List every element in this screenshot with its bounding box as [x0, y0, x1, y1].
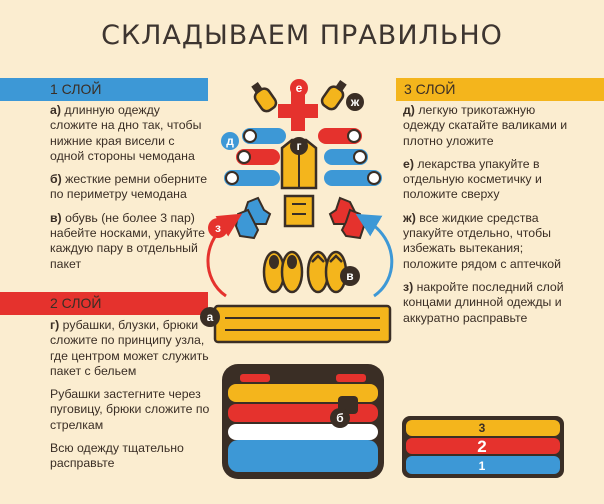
- layer3-heading: 3 СЛОЙ: [396, 78, 604, 101]
- layer2-heading: 2 СЛОЙ: [0, 292, 208, 315]
- list-item: в) обувь (не более 3 пар) набейте носкам…: [50, 210, 205, 271]
- first-aid-icon: [278, 91, 318, 131]
- svg-text:б: б: [336, 411, 343, 425]
- rolled-clothes-icon: [224, 128, 286, 186]
- stack-label-3: 3: [479, 421, 486, 435]
- svg-text:е: е: [296, 81, 303, 95]
- marker-d: д: [221, 132, 239, 150]
- stack-label-1: 1: [479, 459, 486, 473]
- layer1-heading: 1 СЛОЙ: [0, 78, 208, 101]
- suitcase-icon: [222, 364, 384, 479]
- arrow-blue-icon: [355, 213, 394, 298]
- svg-text:в: в: [346, 269, 353, 283]
- list-item: д) легкую трикотажную одежду скатайте ва…: [403, 103, 568, 148]
- layer3-list: д) легкую трикотажную одежду скатайте ва…: [403, 103, 575, 334]
- page-title: СКЛАДЫВАЕМ ПРАВИЛЬНО: [101, 20, 503, 51]
- list-item: з) накройте последний слой концами длинн…: [403, 279, 564, 325]
- list-item: Рубашки застегните через пуговицу, брюки…: [50, 387, 210, 432]
- list-item: Всю одежду тщательно расправьте: [50, 441, 184, 471]
- trousers-icon: [283, 194, 315, 228]
- svg-text:ж: ж: [350, 95, 360, 109]
- marker-zh: ж: [346, 93, 364, 111]
- layer2-list: г) рубашки, блузки, брюки сложите по при…: [50, 318, 210, 480]
- marker-a: а: [200, 307, 220, 327]
- stack-label-2: 2: [477, 437, 486, 456]
- list-item: г) рубашки, блузки, брюки сложите по при…: [50, 318, 209, 378]
- svg-text:а: а: [207, 310, 214, 324]
- bottle-icon: [320, 80, 347, 111]
- marker-e: е: [290, 79, 308, 97]
- list-item: ж) все жидкие средства упакуйте отдельно…: [403, 210, 561, 271]
- svg-text:д: д: [226, 134, 234, 148]
- layer-stack-icon: 3 2 1: [402, 416, 564, 478]
- marker-g: г: [290, 137, 308, 155]
- boot-icon: [234, 196, 272, 240]
- shoes-icon: [262, 250, 304, 294]
- list-item: е) лекарства упакуйте в отдельную космет…: [403, 156, 542, 202]
- long-garment-icon: [213, 304, 392, 344]
- list-item: б) жесткие ремни оберните по периметру ч…: [50, 172, 208, 202]
- layer1-list: а) длинную одежду сложите на дно так, чт…: [50, 103, 210, 280]
- flip-flops-icon: [306, 250, 348, 294]
- marker-z: з: [208, 218, 228, 238]
- rolled-clothes-icon: [318, 128, 382, 186]
- list-item: а) длинную одежду сложите на дно так, чт…: [50, 103, 202, 163]
- svg-text:г: г: [297, 139, 302, 153]
- marker-v: в: [340, 266, 360, 286]
- bottle-icon: [251, 82, 278, 113]
- svg-text:з: з: [215, 221, 221, 235]
- boot-icon: [328, 196, 366, 240]
- marker-b: б: [330, 408, 350, 428]
